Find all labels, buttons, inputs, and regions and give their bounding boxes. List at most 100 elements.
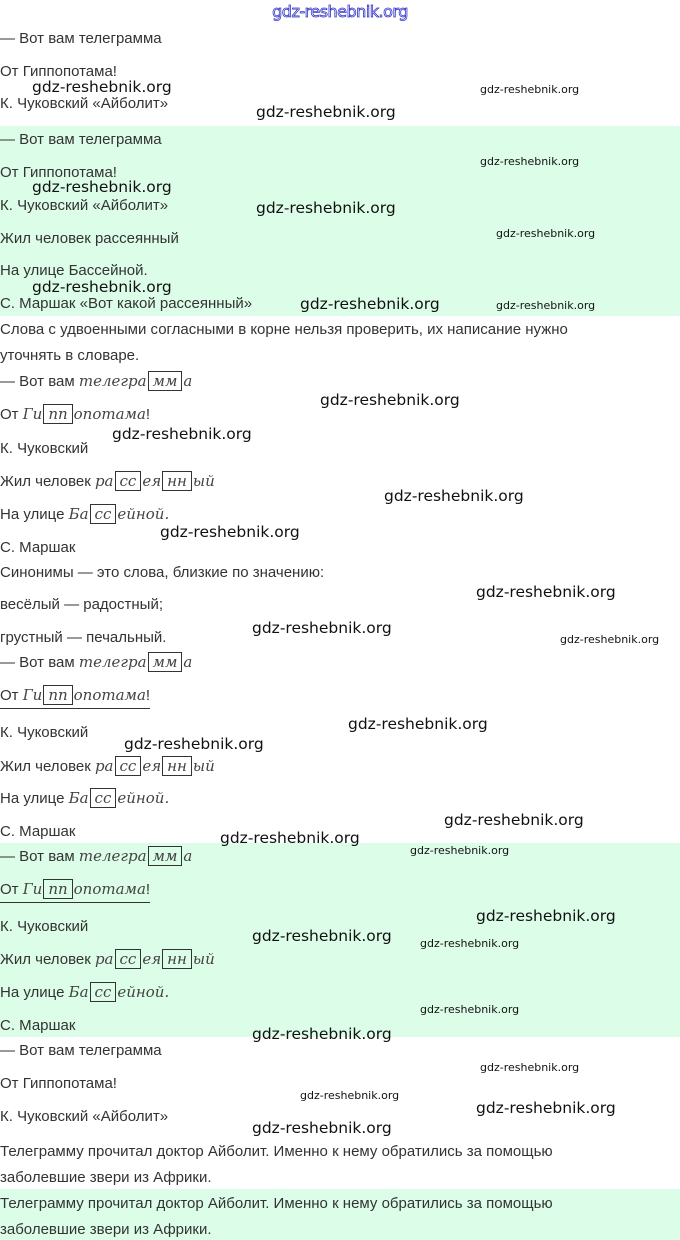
text-segment: К. Чуковский [0, 723, 89, 741]
italic-word-part: ея [142, 949, 162, 968]
highlight-block [0, 1189, 680, 1240]
line-content: Синонимы — это слова, близкие по значени… [0, 564, 324, 581]
watermark: gdz-reshebnik.org [320, 391, 460, 409]
highlighted-letters: сс [114, 470, 142, 491]
highlight-block [0, 843, 680, 1037]
italic-word-part: Ги [22, 685, 43, 704]
highlighted-letters: пп [43, 878, 73, 899]
line-content: Телеграмму прочитал доктор Айболит. Имен… [0, 1195, 553, 1212]
text-segment: Жил человек [0, 472, 95, 490]
text-segment: К. Чуковский «Айболит» [0, 94, 169, 112]
italic-word-part: ый [192, 756, 215, 775]
line-content: К. Чуковский [0, 918, 88, 935]
highlighted-letters: мм [147, 651, 183, 672]
highlighted-letters: сс [114, 755, 142, 776]
watermark: gdz-reshebnik.org [496, 299, 596, 312]
watermark: gdz-reshebnik.org [410, 844, 510, 857]
text-segment: Жил человек [0, 950, 95, 968]
line-content: К. Чуковский «Айболит» [0, 197, 168, 214]
watermark: gdz-reshebnik.org [252, 1025, 392, 1043]
highlighted-letters: нн [162, 470, 192, 491]
watermark: gdz-reshebnik.org [252, 619, 392, 637]
text-line: От Гиппопотама! [0, 63, 117, 80]
line-content: От Гиппопотама! [0, 164, 117, 181]
line-content: грустный — печальный. [0, 629, 166, 646]
line-content: Жил человек рассеянный [0, 230, 179, 247]
text-segment: На улице Бассейной. [0, 261, 148, 279]
italic-word-part: ейной. [117, 788, 170, 807]
text-line: — Вот вам телеграмма [0, 1042, 162, 1059]
watermark: gdz-reshebnik.org [32, 278, 172, 296]
text-segment: К. Чуковский [0, 917, 89, 935]
text-segment: От [0, 405, 23, 423]
italic-word-part: а [183, 652, 193, 671]
text-segment: На улице [0, 983, 69, 1001]
text-line: — Вот вам телеграмма [0, 30, 162, 47]
line-content: — Вот вам телеграмма [0, 131, 162, 148]
highlighted-letters: пп [43, 684, 73, 705]
line-content: К. Чуковский «Айболит» [0, 1108, 168, 1125]
text-line: К. Чуковский «Айболит» [0, 95, 168, 112]
text-segment: С. Маршак [0, 822, 76, 840]
text-segment: От [0, 686, 23, 704]
text-line: заболевшие звери из Африки. [0, 1221, 212, 1238]
text-line: К. Чуковский «Айболит» [0, 1108, 168, 1125]
line-content: заболевшие звери из Африки. [0, 1169, 212, 1186]
line-content: К. Чуковский [0, 440, 88, 457]
text-segment: От [0, 880, 23, 898]
text-segment: — Вот вам телеграмма [0, 1041, 162, 1059]
italic-word-part: ея [142, 471, 162, 490]
text-line: К. Чуковский [0, 918, 88, 935]
line-content: весёлый — радостный; [0, 596, 163, 613]
highlighted-letters: сс [114, 948, 142, 969]
text-line: С. Маршак [0, 1017, 75, 1034]
text-segment: ! [145, 405, 151, 423]
text-line: уточнять в словаре. [0, 347, 139, 364]
text-line: заболевшие звери из Африки. [0, 1169, 212, 1186]
line-content: С. Маршак «Вот какой рассеянный» [0, 295, 252, 312]
line-content: Телеграмму прочитал доктор Айболит. Имен… [0, 1143, 553, 1160]
italic-word-part: ра [94, 756, 114, 775]
text-line: Телеграмму прочитал доктор Айболит. Имен… [0, 1195, 553, 1212]
watermark: gdz-reshebnik.org [252, 1119, 392, 1137]
watermark: gdz-reshebnik.org [32, 178, 172, 196]
italic-word-part: ейной. [117, 982, 170, 1001]
line-content: На улице Бассейной. [0, 262, 148, 279]
text-line: С. Маршак «Вот какой рассеянный» [0, 295, 252, 312]
text-segment: заболевшие звери из Африки. [0, 1220, 212, 1238]
highlight-block [0, 126, 680, 316]
text-segment: грустный — печальный. [0, 628, 167, 646]
text-line: С. Маршак [0, 823, 75, 840]
italic-word-part: ый [192, 471, 215, 490]
line-content: заболевшие звери из Африки. [0, 1221, 212, 1238]
watermark: gdz-reshebnik.org [444, 811, 584, 829]
text-segment: К. Чуковский «Айболит» [0, 196, 169, 214]
watermark: gdz-reshebnik.org [256, 103, 396, 121]
line-content: С. Маршак [0, 1017, 75, 1034]
line-content: С. Маршак [0, 823, 75, 840]
site-watermark-header: gdz-reshebnik.org [272, 2, 409, 22]
text-segment: С. Маршак «Вот какой рассеянный» [0, 294, 253, 312]
italic-word-part: Ба [68, 504, 89, 523]
text-segment: — Вот вам [0, 847, 79, 865]
italic-word-part: опотама [73, 404, 146, 423]
watermark: gdz-reshebnik.org [252, 927, 392, 945]
text-segment: Слова с удвоенными согласными в корне не… [0, 320, 568, 338]
watermark: gdz-reshebnik.org [476, 907, 616, 925]
watermark: gdz-reshebnik.org [420, 1003, 520, 1016]
line-content: Слова с удвоенными согласными в корне не… [0, 321, 568, 338]
watermark: gdz-reshebnik.org [476, 583, 616, 601]
italic-word-part: опотама [73, 685, 146, 704]
text-segment: — Вот вам [0, 653, 79, 671]
watermark: gdz-reshebnik.org [476, 1099, 616, 1117]
